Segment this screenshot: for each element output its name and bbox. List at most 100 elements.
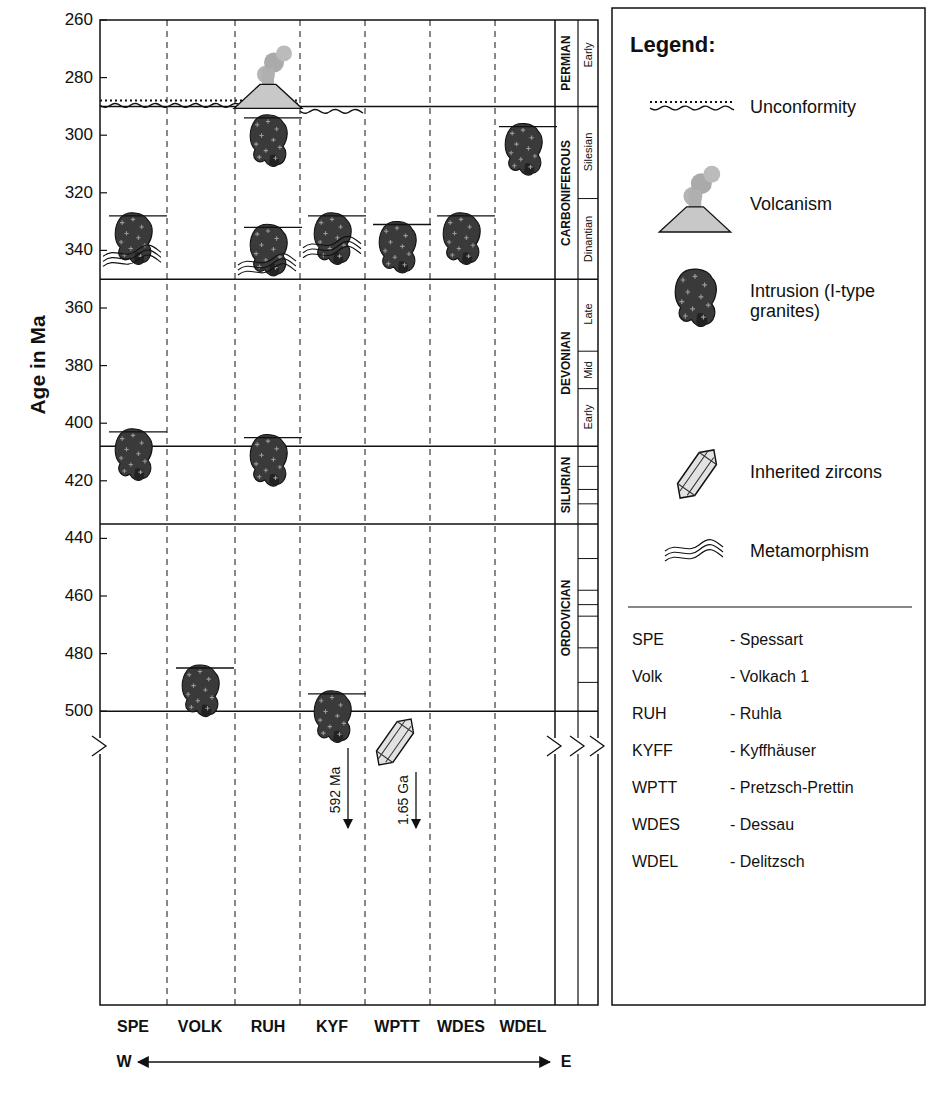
- site-name: - Ruhla: [730, 705, 782, 723]
- legend-unconformity-wave: [650, 106, 734, 110]
- direction-label: W: [116, 1053, 131, 1071]
- axis-tick-label: 480: [65, 644, 93, 663]
- axis-tick-label: 300: [65, 126, 93, 145]
- break-mark: [547, 736, 561, 756]
- age-note: 592 Ma: [328, 767, 343, 814]
- axis-tick: [100, 77, 107, 78]
- epoch-column-line: [577, 20, 578, 1005]
- intrusion-symbol: [314, 691, 351, 743]
- epoch-boundary: [578, 466, 598, 467]
- axis-tick: [100, 19, 107, 20]
- axis-tick: [100, 653, 107, 654]
- abbreviation: WPTT: [632, 779, 677, 797]
- site-divider: [365, 20, 366, 1005]
- axis-tick: [100, 135, 107, 136]
- epoch-boundary: [578, 503, 598, 504]
- site-code: RUH: [251, 1018, 286, 1036]
- epoch-boundary: [578, 616, 598, 617]
- axis-tick: [100, 307, 107, 308]
- plot-frame: [100, 20, 598, 1005]
- intrusion-symbol: [115, 213, 152, 265]
- abbreviation: WDES: [632, 816, 680, 834]
- legend-divider: [628, 606, 912, 607]
- epoch-boundary: [578, 558, 598, 559]
- intrusion-symbol: [675, 269, 716, 326]
- legend-text: Inherited zircons: [750, 463, 915, 483]
- site-divider: [235, 20, 236, 1005]
- site-divider: [495, 20, 496, 1005]
- legend-text: Metamorphism: [750, 542, 915, 562]
- intrusion-symbol: [505, 124, 542, 176]
- intrusion-symbol: [250, 224, 287, 276]
- axis-tick-label: 440: [65, 529, 93, 548]
- epoch-boundary: [578, 198, 598, 199]
- period-boundary: [100, 445, 598, 447]
- intrusion-symbol: [379, 221, 416, 273]
- site-code: KYF: [316, 1018, 348, 1036]
- period-boundary: [100, 278, 598, 280]
- period-boundary: [100, 106, 598, 108]
- epoch-boundary: [578, 388, 598, 389]
- epoch-boundary: [578, 604, 598, 605]
- axis-tick: [100, 365, 107, 366]
- age-arrow: [415, 772, 416, 828]
- age-tick: [176, 667, 234, 668]
- volcano-symbol: [234, 45, 302, 108]
- epoch-boundary: [578, 647, 598, 648]
- epoch-boundary: [578, 682, 598, 683]
- axis-tick-label: 320: [65, 183, 93, 202]
- abbreviation: KYFF: [632, 742, 673, 760]
- epoch-name: Mid: [582, 361, 594, 379]
- break-mark: [590, 736, 604, 756]
- epoch-boundary: [578, 489, 598, 490]
- legend-box: [612, 8, 925, 1005]
- zircon-symbol: [371, 713, 420, 770]
- axis-tick-label: 260: [65, 11, 93, 30]
- axis-tick: [100, 711, 107, 712]
- abbreviation: Volk: [632, 668, 662, 686]
- age-tick: [308, 693, 366, 694]
- legend-text: Volcanism: [750, 195, 915, 215]
- period-name: CARBONIFEROUS: [560, 140, 573, 246]
- site-divider: [430, 20, 431, 1005]
- fold-line: [103, 255, 161, 266]
- site-name: - Pretzsch-Prettin: [730, 779, 854, 797]
- epoch-name: Late: [582, 303, 594, 324]
- unconformity-wave: [300, 109, 363, 113]
- plume: [276, 45, 292, 61]
- axis-tick: [100, 595, 107, 596]
- age-arrow: [347, 748, 348, 828]
- axis-tick: [100, 250, 107, 251]
- period-boundary: [100, 523, 598, 525]
- intrusion-symbol: [314, 213, 351, 265]
- epoch-name: Silesian: [582, 133, 594, 172]
- legend-title: Legend:: [630, 33, 716, 57]
- crystal: [672, 444, 723, 504]
- axis-tick: [100, 192, 107, 193]
- axis-tick-label: 340: [65, 241, 93, 260]
- legend-volcano: [659, 166, 730, 232]
- crystal-face: [373, 717, 417, 768]
- site-code: WDES: [437, 1018, 485, 1036]
- intrusion-symbol: [182, 665, 219, 717]
- plume: [262, 68, 274, 86]
- crystal: [371, 713, 420, 770]
- cone: [659, 207, 730, 232]
- age-note: 1.65 Ga: [396, 775, 411, 825]
- epoch-name: Early: [582, 42, 594, 67]
- fold-line: [238, 264, 296, 275]
- intrusion-symbol: [250, 115, 287, 167]
- epoch-name: Early: [582, 405, 594, 430]
- direction-label: E: [561, 1053, 572, 1071]
- site-code: VOLK: [178, 1018, 222, 1036]
- abbreviation: WDEL: [632, 853, 678, 871]
- epoch-boundary: [578, 351, 598, 352]
- site-code: WDEL: [499, 1018, 546, 1036]
- abbreviation: SPE: [632, 631, 664, 649]
- abbreviation: RUH: [632, 705, 667, 723]
- site-name: - Delitzsch: [730, 853, 805, 871]
- age-tick: [437, 215, 495, 216]
- epoch-boundary: [578, 590, 598, 591]
- plume: [689, 190, 702, 209]
- axis-tick-label: 400: [65, 414, 93, 433]
